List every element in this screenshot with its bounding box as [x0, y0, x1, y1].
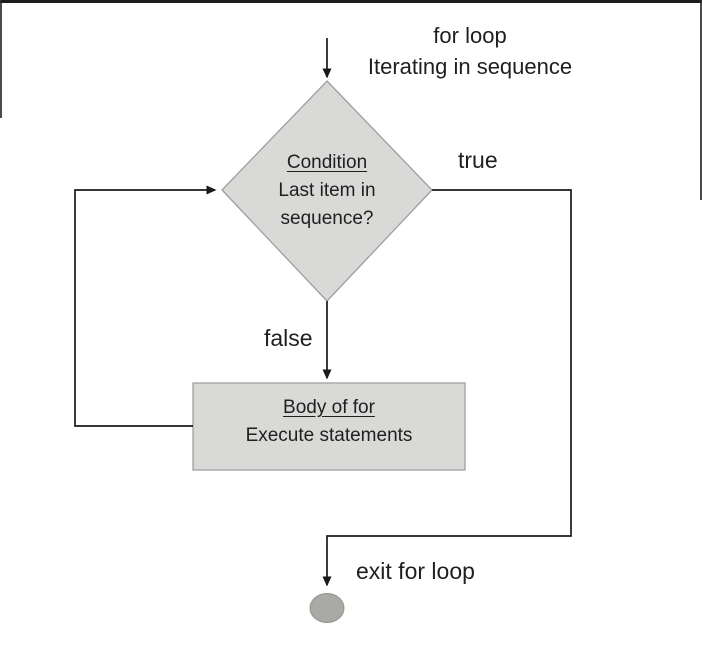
exit-label: exit for loop	[356, 558, 475, 584]
screenshot-left-border	[0, 0, 2, 118]
false-branch-label: false	[264, 325, 313, 351]
screenshot-top-border	[0, 0, 702, 3]
condition-node-text: Condition Last item in sequence?	[227, 149, 427, 233]
body-heading: Body of for	[283, 397, 375, 418]
true-exit-arrow	[322, 189, 572, 587]
flowchart-title: for loop Iterating in sequence	[320, 20, 620, 82]
end-terminator-dot	[309, 593, 345, 623]
true-branch-label: true	[458, 147, 498, 173]
screenshot-right-border	[700, 0, 702, 200]
body-statement: Execute statements	[245, 425, 413, 446]
body-rectangle	[192, 382, 466, 471]
condition-heading: Condition	[286, 152, 368, 173]
flowchart-title-line1: for loop	[433, 23, 507, 48]
loop-back-arrow	[74, 185, 217, 427]
flowchart-title-line2: Iterating in sequence	[367, 54, 573, 79]
body-node-text: Body of for Execute statements	[193, 394, 465, 450]
condition-question: Last item in sequence?	[278, 180, 376, 229]
